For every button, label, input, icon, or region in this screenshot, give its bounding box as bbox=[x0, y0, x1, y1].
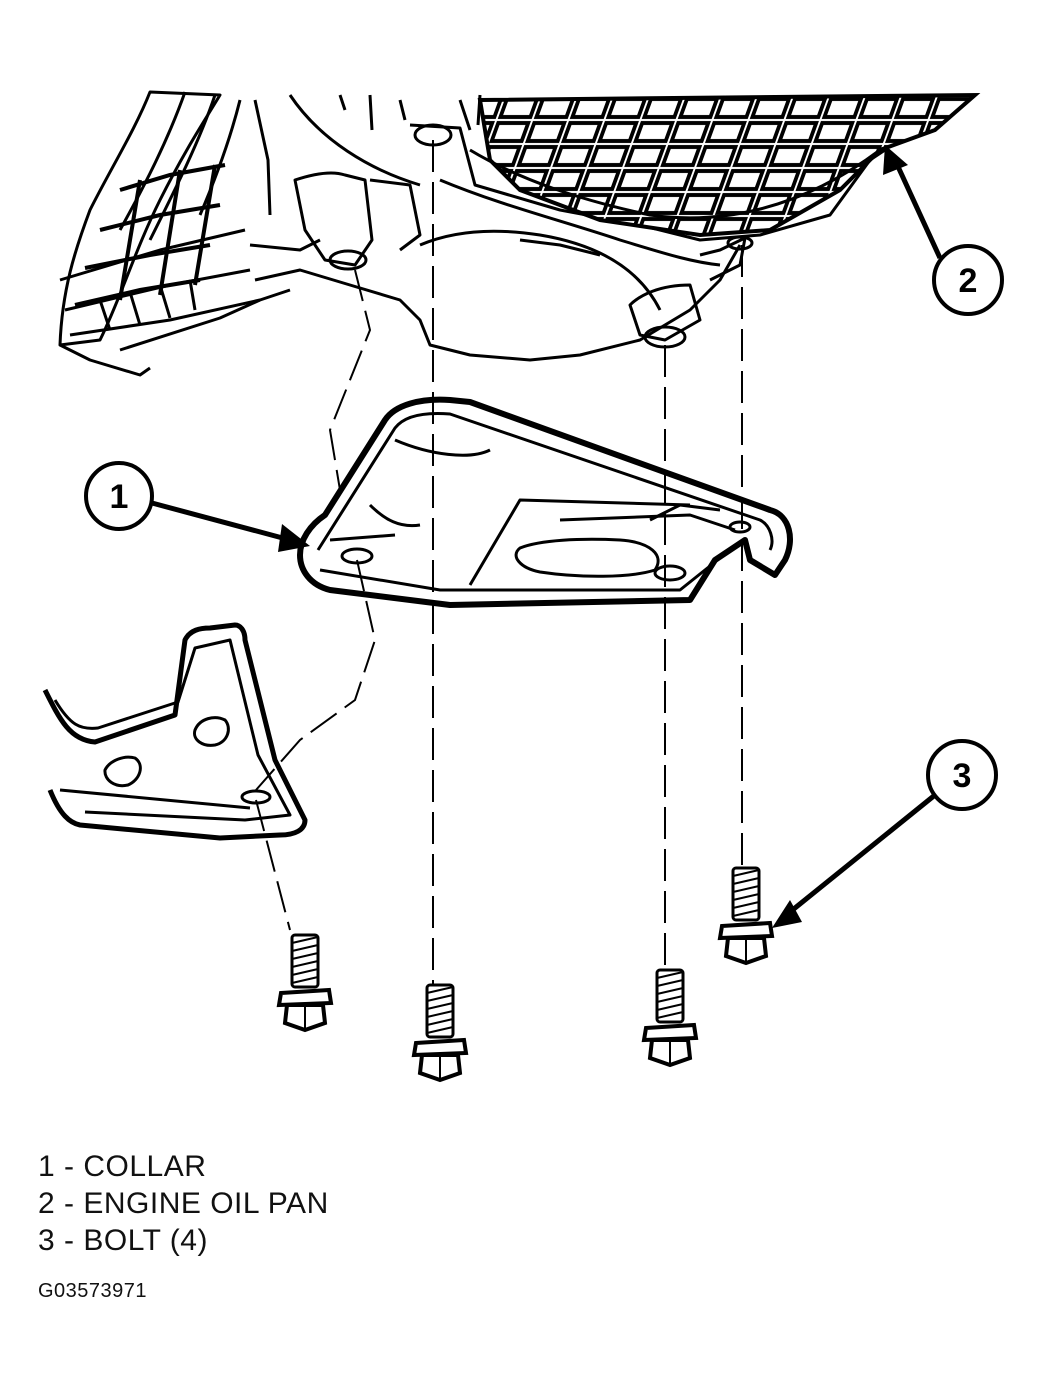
engine-block bbox=[58, 90, 886, 377]
legend-item-1: 1 - COLLAR bbox=[38, 1150, 207, 1183]
svg-text:1: 1 bbox=[110, 478, 129, 516]
callout-2: 2 bbox=[883, 145, 1004, 316]
legend-item-2: 2 - ENGINE OIL PAN bbox=[38, 1187, 329, 1220]
exploded-view-diagram: 1 2 3 bbox=[42, 90, 1004, 1083]
bracket bbox=[42, 622, 308, 841]
bolt bbox=[276, 933, 334, 1033]
svg-text:3: 3 bbox=[953, 757, 972, 795]
bolt bbox=[717, 866, 775, 966]
legend: 1 - COLLAR 2 - ENGINE OIL PAN 3 - BOLT (… bbox=[38, 1148, 329, 1259]
legend-item-3: 3 - BOLT (4) bbox=[38, 1224, 208, 1257]
assembly-lines bbox=[255, 140, 743, 1000]
engine-block-ribbing bbox=[74, 163, 226, 307]
figure-id: G03573971 bbox=[38, 1280, 148, 1302]
callout-1: 1 bbox=[84, 461, 310, 552]
bolt bbox=[411, 983, 469, 1083]
callout-3: 3 bbox=[772, 739, 998, 928]
collar bbox=[297, 396, 793, 608]
svg-text:2: 2 bbox=[959, 262, 978, 300]
bolt bbox=[641, 968, 699, 1068]
engine-oil-pan bbox=[469, 92, 981, 238]
